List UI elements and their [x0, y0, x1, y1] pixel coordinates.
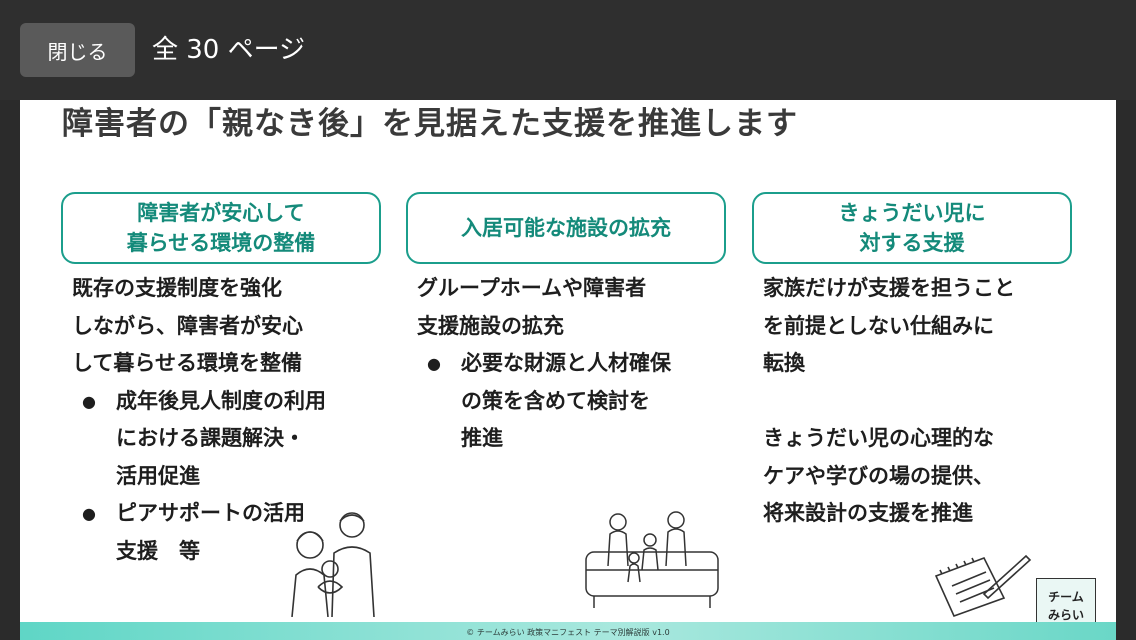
column-heading-facilities: 入居可能な施設の拡充 — [406, 192, 726, 264]
bullet-line: における課題解決・ — [116, 426, 305, 450]
bullet-line: ピアサポートの活用 — [116, 501, 305, 525]
body-line: 既存の支援制度を強化 — [72, 276, 282, 300]
body-line: しながら、障害者が安心 — [72, 313, 303, 338]
heading-line: きょうだい児に — [838, 201, 986, 225]
heading-line: 対する支援 — [859, 231, 965, 255]
body-line: 転換 — [763, 351, 805, 375]
column-heading-siblings: きょうだい児に 対する支援 — [752, 192, 1072, 264]
footer-copyright: © チームみらい 政策マニフェスト テーマ別解説版 v1.0 — [466, 628, 670, 637]
bullet-item: ● 成年後見人制度の利用 における課題解決・ 活用促進 — [72, 383, 372, 496]
page-count: 全 30 ページ — [152, 35, 306, 65]
bullet-item: ● 必要な財源と人材確保 の策を含めて検討を 推進 — [417, 345, 717, 458]
notebook-pen-illustration-icon — [934, 554, 1032, 618]
group-on-sofa-illustration-icon — [585, 511, 719, 608]
column-heading-living-environment: 障害者が安心して 暮らせる環境の整備 — [61, 192, 381, 264]
bullet-line: 推進 — [461, 426, 503, 450]
bullet-line: 必要な財源と人材確保 — [461, 351, 671, 375]
family-illustration-icon — [291, 512, 375, 617]
body-line: 支援施設の拡充 — [417, 313, 564, 338]
body-line: して暮らせる環境を整備 — [72, 351, 302, 375]
bullet-line: 成年後見人制度の利用 — [116, 388, 326, 413]
close-button[interactable]: 閉じる — [20, 23, 135, 77]
bullet-dot: ● — [82, 504, 96, 523]
bullet-dot: ● — [82, 391, 96, 411]
logo-line: チーム — [1048, 590, 1084, 604]
bullet-line: 活用促進 — [116, 463, 200, 488]
body-line: ケアや学びの場の提供、 — [763, 463, 994, 488]
logo-line: みらい — [1047, 608, 1084, 622]
body-line: きょうだい児の心理的な — [763, 426, 994, 450]
body-line: を前提としない仕組みに — [763, 313, 994, 338]
heading-line: 暮らせる環境の整備 — [126, 231, 316, 255]
heading-line: 障害者が安心して — [137, 201, 305, 225]
footer-bar — [20, 622, 1116, 640]
body-line: グループホームや障害者 — [417, 276, 647, 300]
bullet-line: の策を含めて検討を — [461, 388, 650, 413]
viewer-toolbar: 閉じる 全 30 ページ — [0, 0, 1136, 100]
slide-page: 障害者の「親なき後」を見据えた支援を推進します 障害者が安心して 暮らせる環境の… — [20, 100, 1116, 640]
body-line: 将来設計の支援を推進 — [763, 501, 973, 525]
bullet-line: 支援 等 — [116, 538, 200, 563]
bullet-dot: ● — [427, 354, 441, 373]
column-body-living-environment: 既存の支援制度を強化 しながら、障害者が安心 して暮らせる環境を整備 ● 成年後… — [72, 270, 372, 570]
bullet-item: ● ピアサポートの活用 支援 等 — [72, 495, 372, 570]
body-line — [763, 383, 1073, 421]
slide-title: 障害者の「親なき後」を見据えた支援を推進します — [62, 106, 798, 142]
heading-line: 入居可能な施設の拡充 — [461, 216, 671, 240]
body-line: 家族だけが支援を担うこと — [763, 276, 1015, 300]
column-body-siblings: 家族だけが支援を担うこと を前提としない仕組みに 転換 きょうだい児の心理的な … — [763, 270, 1073, 533]
column-body-facilities: グループホームや障害者 支援施設の拡充 ● 必要な財源と人材確保 の策を含めて検… — [417, 270, 717, 458]
